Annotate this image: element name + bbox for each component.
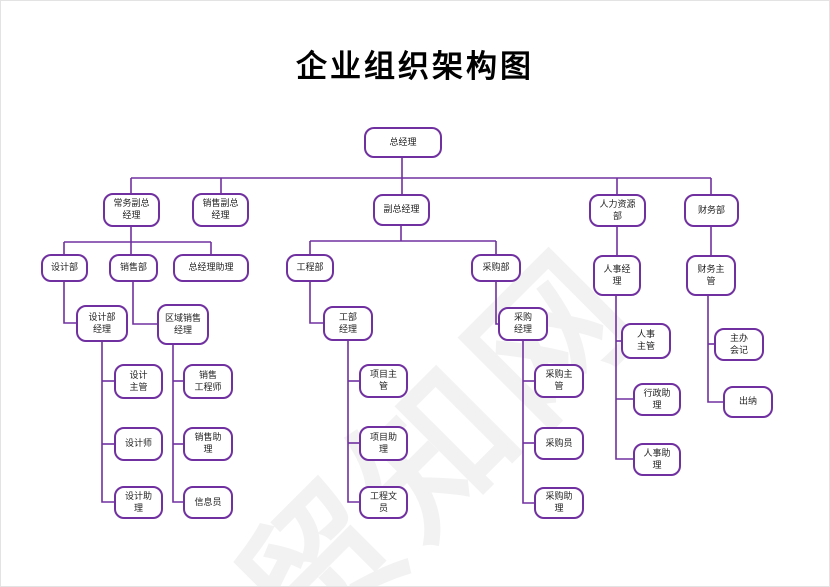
- node-purchasing-assistant: 采购助 理: [534, 487, 584, 519]
- node-project-supervisor: 项目主 管: [359, 364, 408, 398]
- node-engineering-clerk: 工程文 员: [359, 486, 408, 519]
- node-hr-assistant: 人事助 理: [633, 443, 681, 476]
- node-sales-department: 销售部: [109, 254, 158, 282]
- node-sales-assistant: 销售助 理: [183, 427, 233, 461]
- node-deputy-gm: 副总经理: [373, 194, 430, 226]
- node-designer: 设计师: [114, 427, 163, 461]
- node-design-manager: 设计部 经理: [76, 305, 128, 342]
- node-hr-manager: 人事经 理: [593, 255, 641, 296]
- node-general-manager: 总经理: [364, 127, 442, 158]
- node-design-assistant: 设计助 理: [114, 486, 163, 519]
- node-purchasing-manager: 采购 经理: [498, 307, 548, 341]
- node-admin-assistant: 行政助 理: [633, 383, 681, 416]
- node-engineering-manager: 工部 经理: [323, 306, 373, 341]
- node-hr-supervisor: 人事 主管: [621, 323, 671, 359]
- node-design-supervisor: 设计 主管: [114, 364, 163, 399]
- node-hr-department: 人力资源 部: [589, 194, 646, 227]
- node-chief-accountant: 主办 会记: [714, 328, 764, 361]
- node-purchasing-supervisor: 采购主 管: [534, 364, 584, 398]
- node-engineering-department: 工程部: [286, 254, 334, 282]
- node-purchasing-department: 采购部: [471, 254, 521, 282]
- node-sales-engineer: 销售 工程师: [183, 364, 233, 399]
- node-design-department: 设计部: [41, 254, 88, 282]
- node-finance-department: 财务部: [684, 194, 739, 227]
- node-sales-deputy-gm: 销售副总 经理: [192, 193, 249, 227]
- node-executive-deputy-gm: 常务副总 经理: [103, 193, 160, 227]
- node-finance-supervisor: 财务主 管: [686, 255, 736, 296]
- node-purchaser: 采购员: [534, 427, 584, 460]
- node-gm-assistant: 总经理助理: [173, 254, 249, 282]
- node-cashier: 出纳: [723, 386, 773, 418]
- page-title: 企业组织架构图: [296, 49, 534, 84]
- node-regional-sales-manager: 区域销售 经理: [157, 304, 209, 345]
- node-information-clerk: 信息员: [183, 486, 233, 519]
- node-project-assistant: 项目助 理: [359, 426, 408, 461]
